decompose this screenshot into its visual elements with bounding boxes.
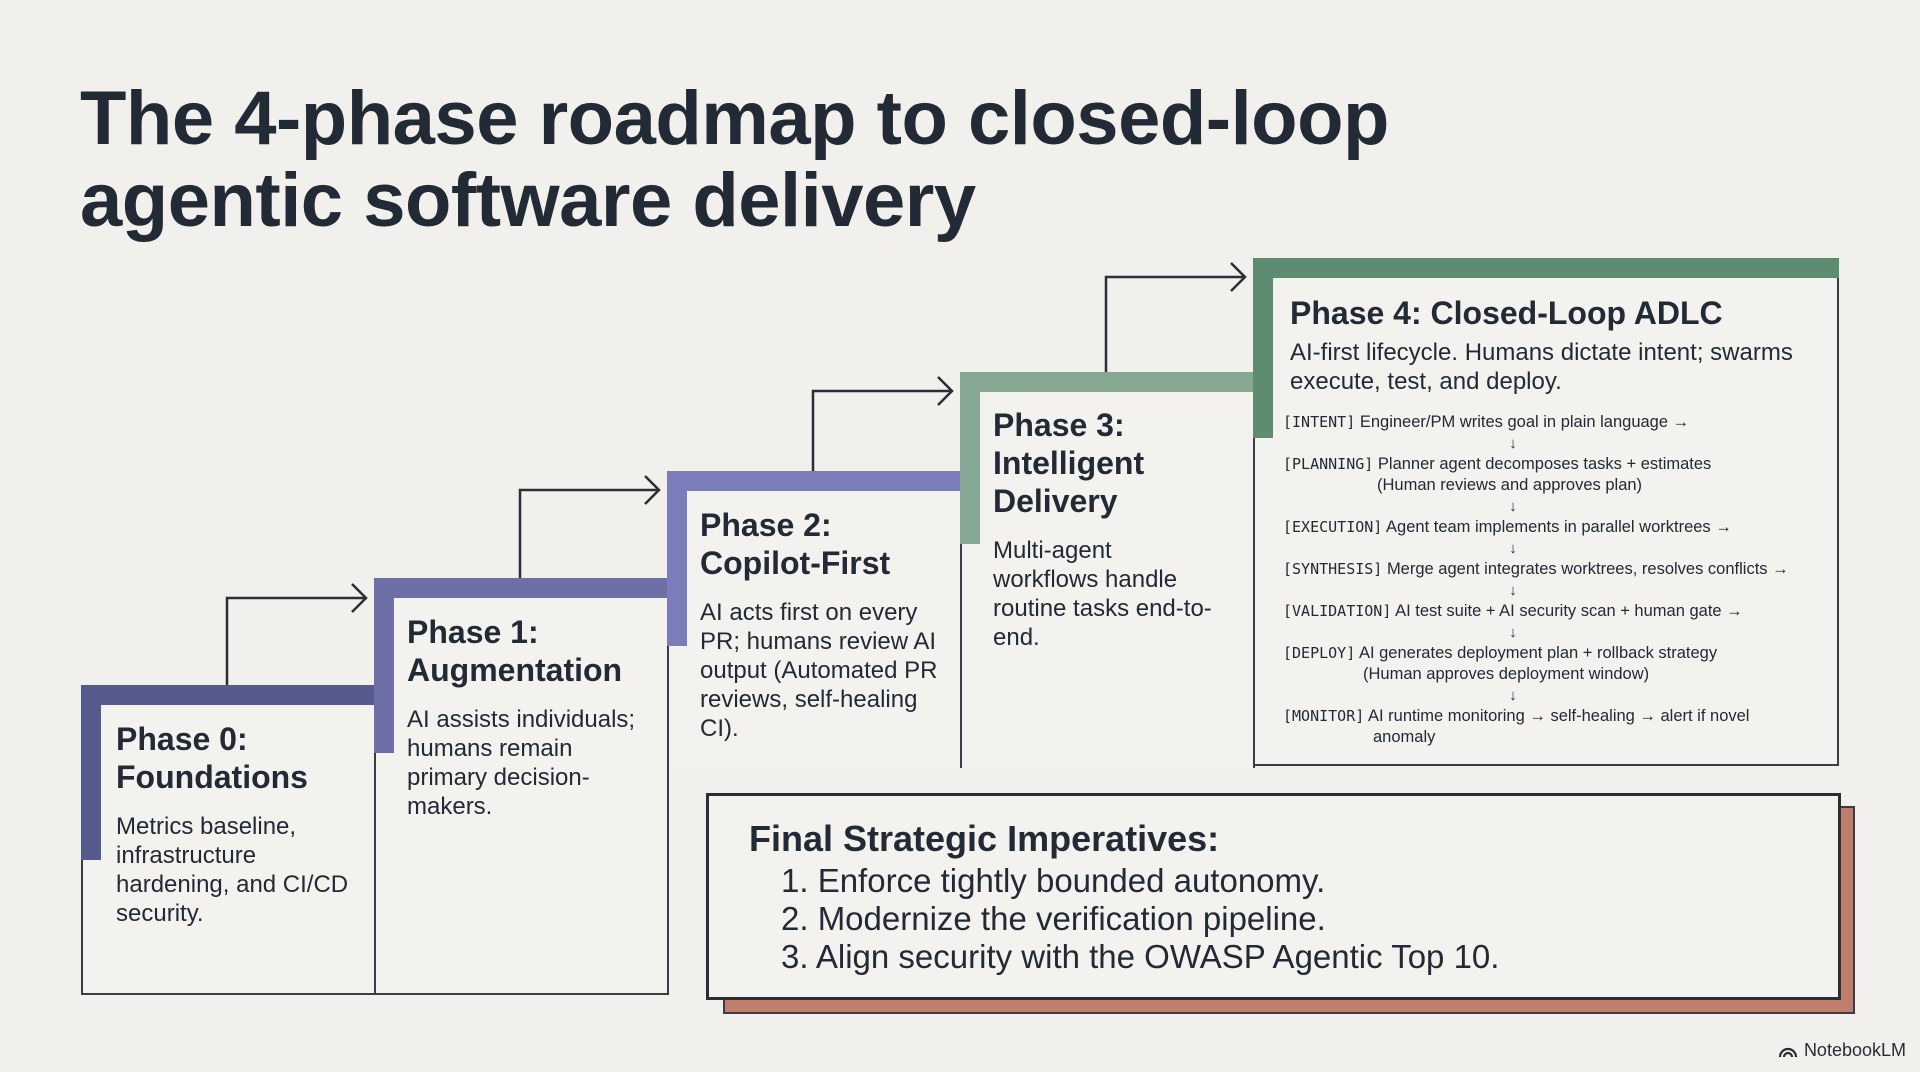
imperatives-box: Final Strategic Imperatives: 1. Enforce … bbox=[706, 793, 1841, 1000]
phase-2-title: Phase 2: Copilot-First bbox=[700, 507, 891, 581]
down-arrow-icon: ↓ bbox=[1509, 498, 1517, 515]
imperative-item: 3. Align security with the OWASP Agentic… bbox=[781, 938, 1500, 975]
flow-step-intent: [INTENT] Engineer/PM writes goal in plai… bbox=[1283, 412, 1843, 433]
arrowhead-phase3-to-phase4 bbox=[1230, 262, 1247, 292]
arrowhead-phase1-to-phase2 bbox=[644, 475, 661, 505]
down-arrow-icon: ↓ bbox=[1509, 582, 1517, 599]
brand-label: NotebookLM bbox=[1803, 1040, 1906, 1060]
phase-1-desc: AI assists individuals; humans remain pr… bbox=[407, 706, 636, 820]
down-arrow-icon: ↓ bbox=[1509, 435, 1517, 452]
imperatives-title: Final Strategic Imperatives: bbox=[749, 818, 1220, 859]
phase-4-box bbox=[1253, 258, 1839, 766]
flow-tag: [DEPLOY] bbox=[1283, 644, 1356, 662]
flow-tag: [PLANNING] bbox=[1283, 455, 1374, 473]
phase-4-bar-top bbox=[1253, 258, 1839, 278]
down-arrow-icon: ↓ bbox=[1509, 540, 1517, 557]
phase-3-bar-left bbox=[960, 372, 980, 544]
flow-step-planning: [PLANNING] Planner agent decomposes task… bbox=[1283, 454, 1843, 496]
phase-0-desc: Metrics baseline, infrastructure hardeni… bbox=[116, 813, 349, 927]
flow-step-monitor: [MONITOR] AI runtime monitoring → self-h… bbox=[1283, 706, 1843, 748]
imperative-item: 1. Enforce tightly bounded autonomy. bbox=[781, 862, 1326, 899]
arrowhead-phase0-to-phase1 bbox=[351, 583, 368, 613]
flow-step-synthesis: [SYNTHESIS] Merge agent integrates workt… bbox=[1283, 559, 1843, 580]
phase-4-title: Phase 4: Closed-Loop ADLC bbox=[1290, 295, 1723, 331]
flow-text: AI test suite + AI security scan + human… bbox=[1395, 602, 1743, 620]
page-title: The 4-phase roadmap to closed-loop agent… bbox=[80, 78, 1389, 242]
phase-0-bar-left bbox=[81, 685, 101, 860]
phase-2-text: Phase 2: Copilot-First AI acts first on … bbox=[700, 506, 950, 743]
flow-text: Merge agent integrates worktrees, resolv… bbox=[1386, 560, 1789, 578]
flow-text: Agent team implements in parallel worktr… bbox=[1386, 518, 1732, 536]
phase-2-desc: AI acts first on every PR; humans review… bbox=[700, 599, 938, 742]
phase-0-text: Phase 0: Foundations Metrics baseline, i… bbox=[116, 720, 356, 928]
phase-3-text: Phase 3: Intelligent Delivery Multi-agen… bbox=[993, 406, 1223, 652]
notebooklm-logo-icon bbox=[1778, 1047, 1798, 1057]
phase-4-text: Phase 4: Closed-Loop ADLC AI-first lifec… bbox=[1290, 294, 1810, 396]
down-arrow-icon: ↓ bbox=[1509, 687, 1517, 704]
phase-1-text: Phase 1: Augmentation AI assists individ… bbox=[407, 613, 647, 821]
flow-tag: [MONITOR] bbox=[1283, 707, 1365, 725]
flow-step-deploy: [DEPLOY] AI generates deployment plan + … bbox=[1283, 643, 1843, 685]
title-line-2: agentic software delivery bbox=[80, 158, 976, 243]
phase-1-bar-top bbox=[374, 578, 669, 598]
down-arrow-icon: ↓ bbox=[1509, 624, 1517, 641]
flow-tag: [EXECUTION] bbox=[1283, 518, 1383, 536]
phase-2-bar-left bbox=[667, 471, 687, 646]
flow-tag: [SYNTHESIS] bbox=[1283, 560, 1383, 578]
imperative-item: 2. Modernize the verification pipeline. bbox=[781, 900, 1326, 937]
arrowhead-phase2-to-phase3 bbox=[937, 376, 954, 406]
flow-text: Planner agent decomposes tasks + estimat… bbox=[1377, 455, 1712, 473]
phase-4-bar-left bbox=[1253, 258, 1273, 438]
arrow-phase3-to-phase4 bbox=[1104, 275, 1243, 372]
flow-step-validation: [VALIDATION] AI test suite + AI security… bbox=[1283, 601, 1843, 622]
phase-0-bar-top bbox=[81, 685, 376, 705]
flow-text: Engineer/PM writes goal in plain languag… bbox=[1359, 413, 1690, 431]
phase-1-title: Phase 1: Augmentation bbox=[407, 614, 623, 688]
phase-3-title: Phase 3: Intelligent Delivery bbox=[993, 407, 1145, 519]
title-line-1: The 4-phase roadmap to closed-loop bbox=[80, 76, 1389, 161]
imperatives-list: 1. Enforce tightly bounded autonomy. 2. … bbox=[781, 862, 1499, 976]
phase-3-bar-top bbox=[960, 372, 1255, 392]
flow-subtext: (Human approves deployment window) bbox=[1363, 665, 1650, 683]
arrow-phase2-to-phase3 bbox=[811, 389, 950, 471]
phase-2-bar-top bbox=[667, 471, 962, 491]
flow-text: AI generates deployment plan + rollback … bbox=[1358, 644, 1718, 662]
flow-subtext: (Human reviews and approves plan) bbox=[1377, 476, 1643, 494]
adlc-flow: [INTENT] Engineer/PM writes goal in plai… bbox=[1283, 412, 1843, 748]
flow-tag: [INTENT] bbox=[1283, 413, 1356, 431]
notebooklm-brand: NotebookLM bbox=[1778, 1040, 1906, 1061]
flow-subtext: anomaly bbox=[1373, 728, 1436, 746]
flow-step-execution: [EXECUTION] Agent team implements in par… bbox=[1283, 517, 1843, 538]
phase-3-desc: Multi-agent workflows handle routine tas… bbox=[993, 537, 1212, 651]
phase-1-bar-left bbox=[374, 578, 394, 753]
arrow-phase0-to-phase1 bbox=[225, 596, 364, 685]
phase-0-title: Phase 0: Foundations bbox=[116, 721, 308, 795]
flow-tag: [VALIDATION] bbox=[1283, 602, 1392, 620]
arrow-phase1-to-phase2 bbox=[518, 488, 657, 578]
flow-text: AI runtime monitoring → self-healing → a… bbox=[1367, 707, 1750, 725]
phase-4-desc: AI-first lifecycle. Humans dictate inten… bbox=[1290, 339, 1793, 395]
